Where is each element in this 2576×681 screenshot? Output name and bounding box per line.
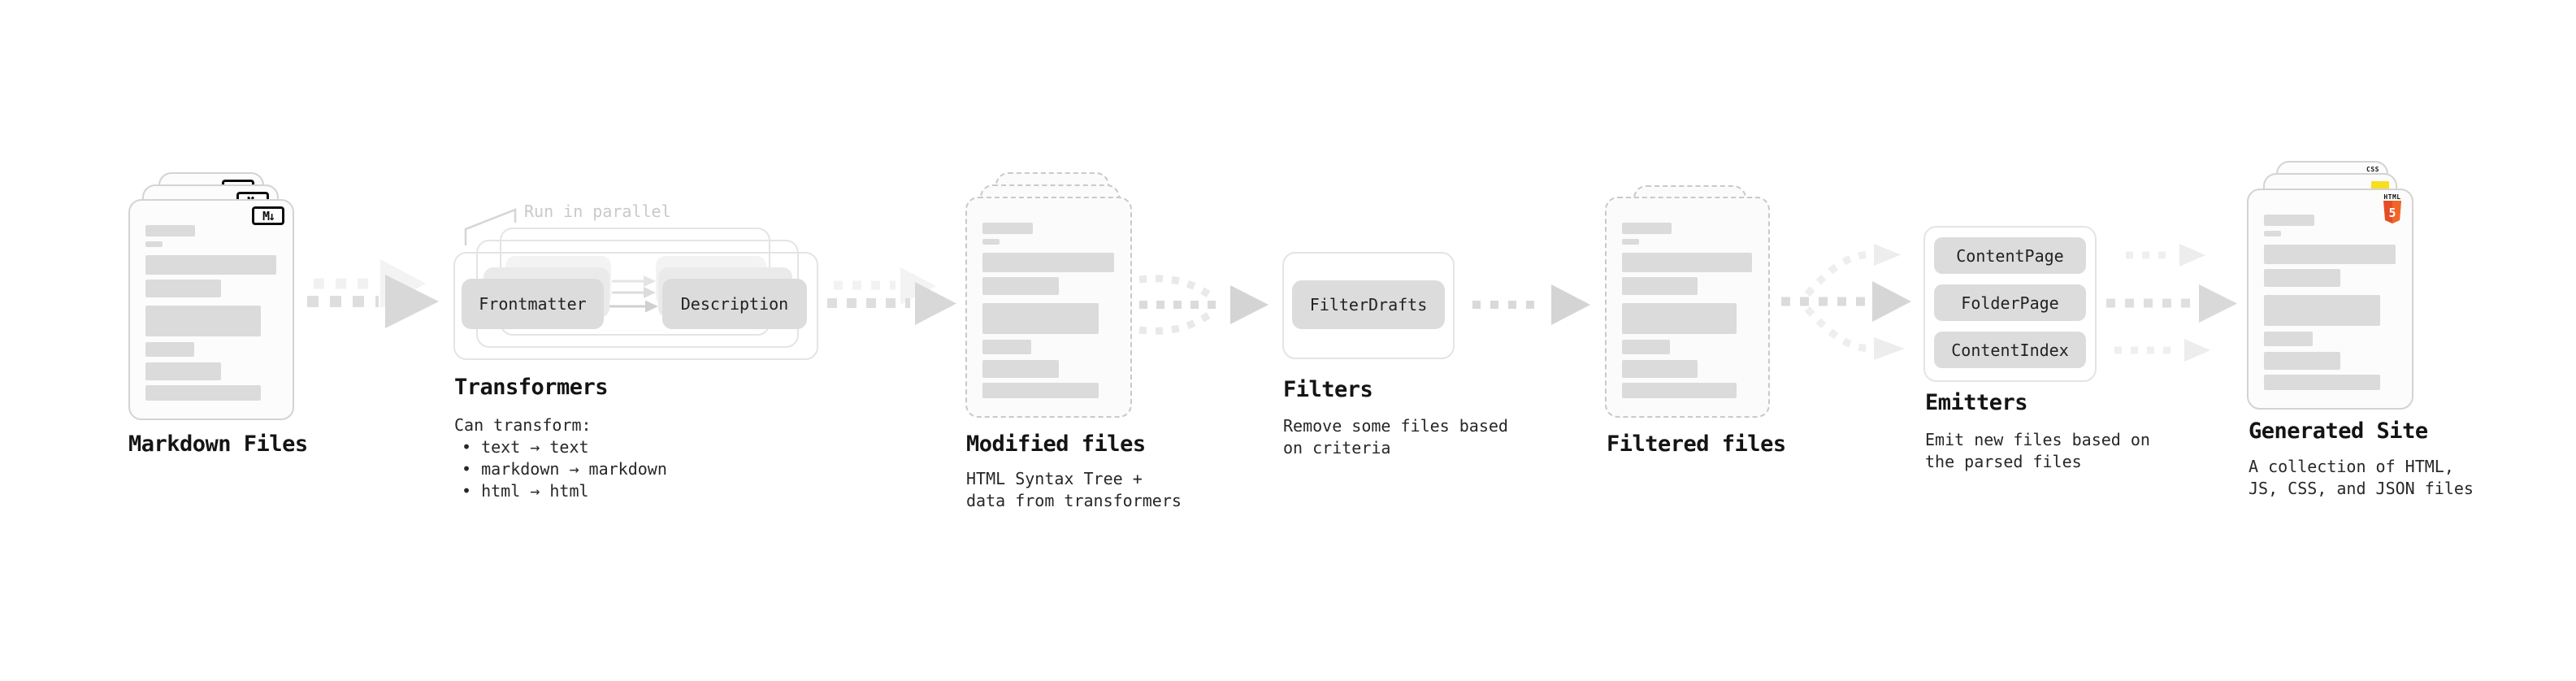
document-skeleton-lines xyxy=(1607,198,1768,398)
document-skeleton-lines xyxy=(130,201,293,401)
generated-site-description: A collection of HTML, JS, CSS, and JSON … xyxy=(2249,456,2474,500)
stage-emitters: ContentPage FolderPage ContentIndex xyxy=(1923,226,2097,382)
emitter-box-contentpage: ContentPage xyxy=(1934,237,2086,274)
arrow-filters-to-filtered xyxy=(1472,284,1590,325)
emitters-description: Emit new files based on the parsed files xyxy=(1925,429,2150,473)
markdown-icon: M↓ xyxy=(252,206,284,225)
description-line: on criteria xyxy=(1283,438,1391,458)
stage-filtered-files xyxy=(1605,185,1770,418)
emitters-heading: Emitters xyxy=(1925,390,2028,415)
modified-files-description: HTML Syntax Tree + data from transformer… xyxy=(966,468,1182,512)
description-line: JS, CSS, and JSON files xyxy=(2249,479,2474,498)
bullet-item: • html → html xyxy=(462,481,589,501)
run-in-parallel-callout-line xyxy=(464,208,517,245)
document-skeleton-lines xyxy=(2249,190,2412,390)
description-line: Remove some files based xyxy=(1283,416,1508,436)
arrows-emitters-to-site xyxy=(2106,244,2237,362)
emitters-container xyxy=(1923,226,2097,382)
filter-box-filterdrafts: FilterDrafts xyxy=(1292,280,1445,329)
modified-files-label: Modified files xyxy=(966,432,1146,457)
stage-modified-files xyxy=(965,172,1132,418)
filtered-file-card-front xyxy=(1605,197,1770,418)
filters-description: Remove some files based on criteria xyxy=(1283,415,1508,459)
emitter-box-folderpage: FolderPage xyxy=(1934,284,2086,321)
description-line: the parsed files xyxy=(1925,452,2082,471)
description-line: HTML Syntax Tree + xyxy=(966,469,1143,488)
transformers-description: Can transform: • text → text • markdown … xyxy=(454,414,667,502)
site-file-card-html: HTML 5 xyxy=(2247,189,2413,410)
generated-site-label: Generated Site xyxy=(2249,419,2428,444)
transformers-heading: Transformers xyxy=(454,375,609,400)
document-skeleton-lines xyxy=(967,198,1130,398)
svg-text:5: 5 xyxy=(2388,206,2396,220)
html5-icon: HTML 5 xyxy=(2382,193,2403,227)
stage-transformers: Frontmatter Description xyxy=(453,228,868,360)
filters-container xyxy=(1282,252,1455,359)
emitter-box-contentindex: ContentIndex xyxy=(1934,332,2086,368)
filtered-files-label: Filtered files xyxy=(1607,432,1786,457)
bullet-item: • text → text xyxy=(462,437,589,457)
modified-file-card-front xyxy=(965,197,1132,418)
transformers-description-intro: Can transform: xyxy=(454,415,592,435)
transformer-box-frontmatter: Frontmatter xyxy=(462,279,604,329)
arrow-transformers-to-modified xyxy=(827,267,956,325)
transformer-box-description: Description xyxy=(662,279,807,329)
arrow-modified-to-filters-merge xyxy=(1138,275,1268,335)
markdown-files-label: Markdown Files xyxy=(128,432,308,457)
filters-heading: Filters xyxy=(1283,377,1373,402)
run-in-parallel-annotation: Run in parallel xyxy=(524,202,671,221)
arrow-filtered-to-emitters-split xyxy=(1781,244,1911,360)
description-line: A collection of HTML, xyxy=(2249,457,2454,476)
description-line: data from transformers xyxy=(966,491,1182,510)
transformer-container-front xyxy=(453,252,818,360)
bullet-item: • markdown → markdown xyxy=(462,459,667,479)
stage-generated-site: CSS HTML 5 xyxy=(2247,161,2413,410)
markdown-file-card-front: M↓ xyxy=(128,199,294,420)
stage-filters: FilterDrafts xyxy=(1282,252,1455,359)
transformers-parallel-mini-arrows xyxy=(609,275,658,313)
stage-markdown-files: M↓ M↓ M↓ xyxy=(128,172,294,420)
description-line: Emit new files based on xyxy=(1925,430,2150,449)
arrow-markdown-to-transformers xyxy=(307,259,439,328)
